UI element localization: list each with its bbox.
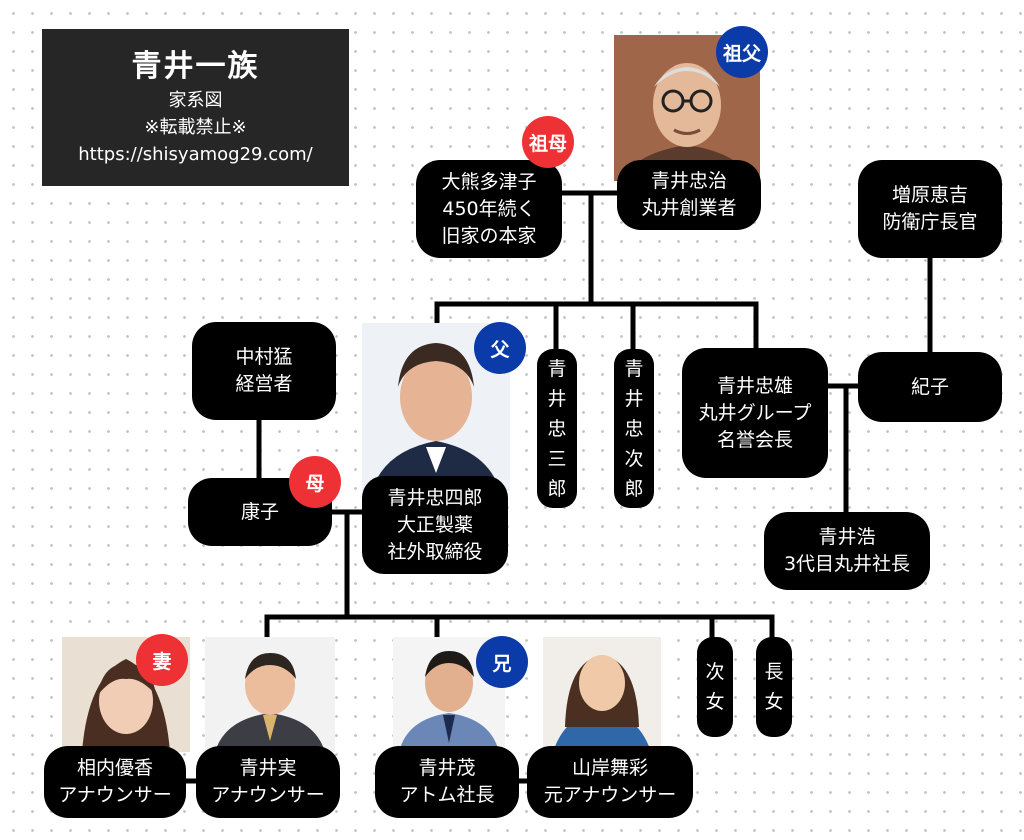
- person-note: 元アナウンサー: [543, 784, 677, 806]
- badge-wife: 妻: [136, 634, 188, 686]
- person-nakamura-takeshi: 中村猛 経営者: [192, 322, 336, 420]
- person-note: 社外取締役: [387, 540, 483, 563]
- person-yamagishi-maya: 山岸舞彩 元アナウンサー: [527, 746, 693, 818]
- person-aoi-chuji: 青井忠治 丸井創業者: [617, 160, 761, 230]
- vertical-name: 長女: [764, 657, 783, 717]
- person-name: 大熊多津子: [441, 170, 537, 193]
- copyright-notice: ※転載禁止※: [144, 117, 247, 138]
- vertical-name-char: 郎: [547, 477, 567, 500]
- vertical-name-char: 三: [547, 447, 567, 470]
- person-aoi-tadao: 青井忠雄 丸井グループ 名誉会長: [682, 348, 828, 478]
- person-note: 3代目丸井社長: [783, 553, 911, 575]
- vertical-name-char: 忠: [547, 417, 567, 440]
- person-note: 大正製薬: [396, 513, 473, 536]
- badge-grandmother: 祖母: [522, 116, 574, 168]
- person-name: 青井忠雄: [716, 374, 793, 397]
- person-name: 青井実: [239, 757, 297, 779]
- person-note: アナウンサー: [211, 784, 325, 806]
- diagram-title: 青井一族: [131, 49, 260, 84]
- person-aoi-minoru: 青井実 アナウンサー: [196, 746, 340, 818]
- vertical-name-char: 忠: [624, 417, 644, 440]
- person-name: 康子: [240, 500, 279, 523]
- person-name: 山岸舞彩: [571, 757, 648, 779]
- person-okuma-tatsuko: 大熊多津子 450年続く 旧家の本家: [416, 160, 562, 258]
- person-name: 増原恵吉: [891, 184, 968, 206]
- person-name: 中村猛: [235, 346, 293, 368]
- vertical-name-char: 女: [705, 691, 725, 713]
- vertical-name: 次女: [705, 657, 724, 717]
- vertical-name-char: 女: [764, 691, 784, 713]
- person-name: 青井忠四郎: [387, 486, 483, 509]
- person-name: 青井忠治: [650, 170, 727, 192]
- person-chojo: 長女: [756, 637, 792, 737]
- person-note: 経営者: [235, 373, 293, 395]
- badge-father: 父: [474, 322, 526, 374]
- person-note: アトム社長: [399, 784, 495, 806]
- vertical-name-char: 郎: [624, 477, 644, 500]
- photo-minoru: [205, 637, 335, 752]
- vertical-name-char: 井: [547, 387, 567, 410]
- vertical-name-char: 井: [624, 387, 644, 410]
- person-note: 丸井創業者: [641, 197, 737, 219]
- person-masuhara-keikichi: 増原恵吉 防衛庁長官: [858, 160, 1002, 258]
- badge-grandfather: 祖父: [716, 26, 768, 78]
- person-jijo: 次女: [697, 637, 733, 737]
- vertical-name: 青井忠三郎: [547, 354, 566, 504]
- person-name: 相内優香: [76, 757, 153, 779]
- person-noriko: 紀子: [858, 352, 1002, 422]
- vertical-name: 青井忠次郎: [624, 354, 643, 504]
- diagram-subtitle: 家系図: [168, 90, 223, 111]
- source-url[interactable]: https://shisyamog29.com/: [78, 144, 313, 165]
- vertical-name-char: 次: [705, 661, 725, 683]
- person-name: 紀子: [910, 375, 949, 398]
- badge-mother: 母: [289, 456, 341, 508]
- vertical-name-char: 次: [624, 447, 644, 470]
- person-aoi-hiroshi: 青井浩 3代目丸井社長: [764, 512, 930, 590]
- person-name: 青井浩: [818, 526, 876, 548]
- title-box: 青井一族 家系図 ※転載禁止※ https://shisyamog29.com/: [42, 29, 349, 186]
- person-aoi-shigeru: 青井茂 アトム社長: [375, 746, 519, 818]
- photo-yamagishi: [543, 637, 661, 752]
- person-name: 青井茂: [418, 757, 476, 779]
- person-note: 防衛庁長官: [882, 211, 978, 233]
- person-note: 旧家の本家: [441, 224, 537, 247]
- person-aoi-chujiro: 青井忠次郎: [614, 349, 654, 508]
- person-note: 450年続く: [442, 197, 536, 220]
- vertical-name-char: 青: [547, 357, 567, 380]
- person-note: 丸井グループ: [698, 401, 812, 424]
- person-aiuchi-yuka: 相内優香 アナウンサー: [44, 746, 186, 818]
- badge-brother: 兄: [476, 636, 528, 688]
- vertical-name-char: 青: [624, 357, 644, 380]
- person-note: アナウンサー: [58, 784, 172, 806]
- person-note: 名誉会長: [716, 428, 793, 451]
- vertical-name-char: 長: [764, 661, 784, 683]
- person-aoi-chushiro: 青井忠四郎 大正製薬 社外取締役: [362, 476, 508, 574]
- person-aoi-chusaburo: 青井忠三郎: [537, 349, 577, 508]
